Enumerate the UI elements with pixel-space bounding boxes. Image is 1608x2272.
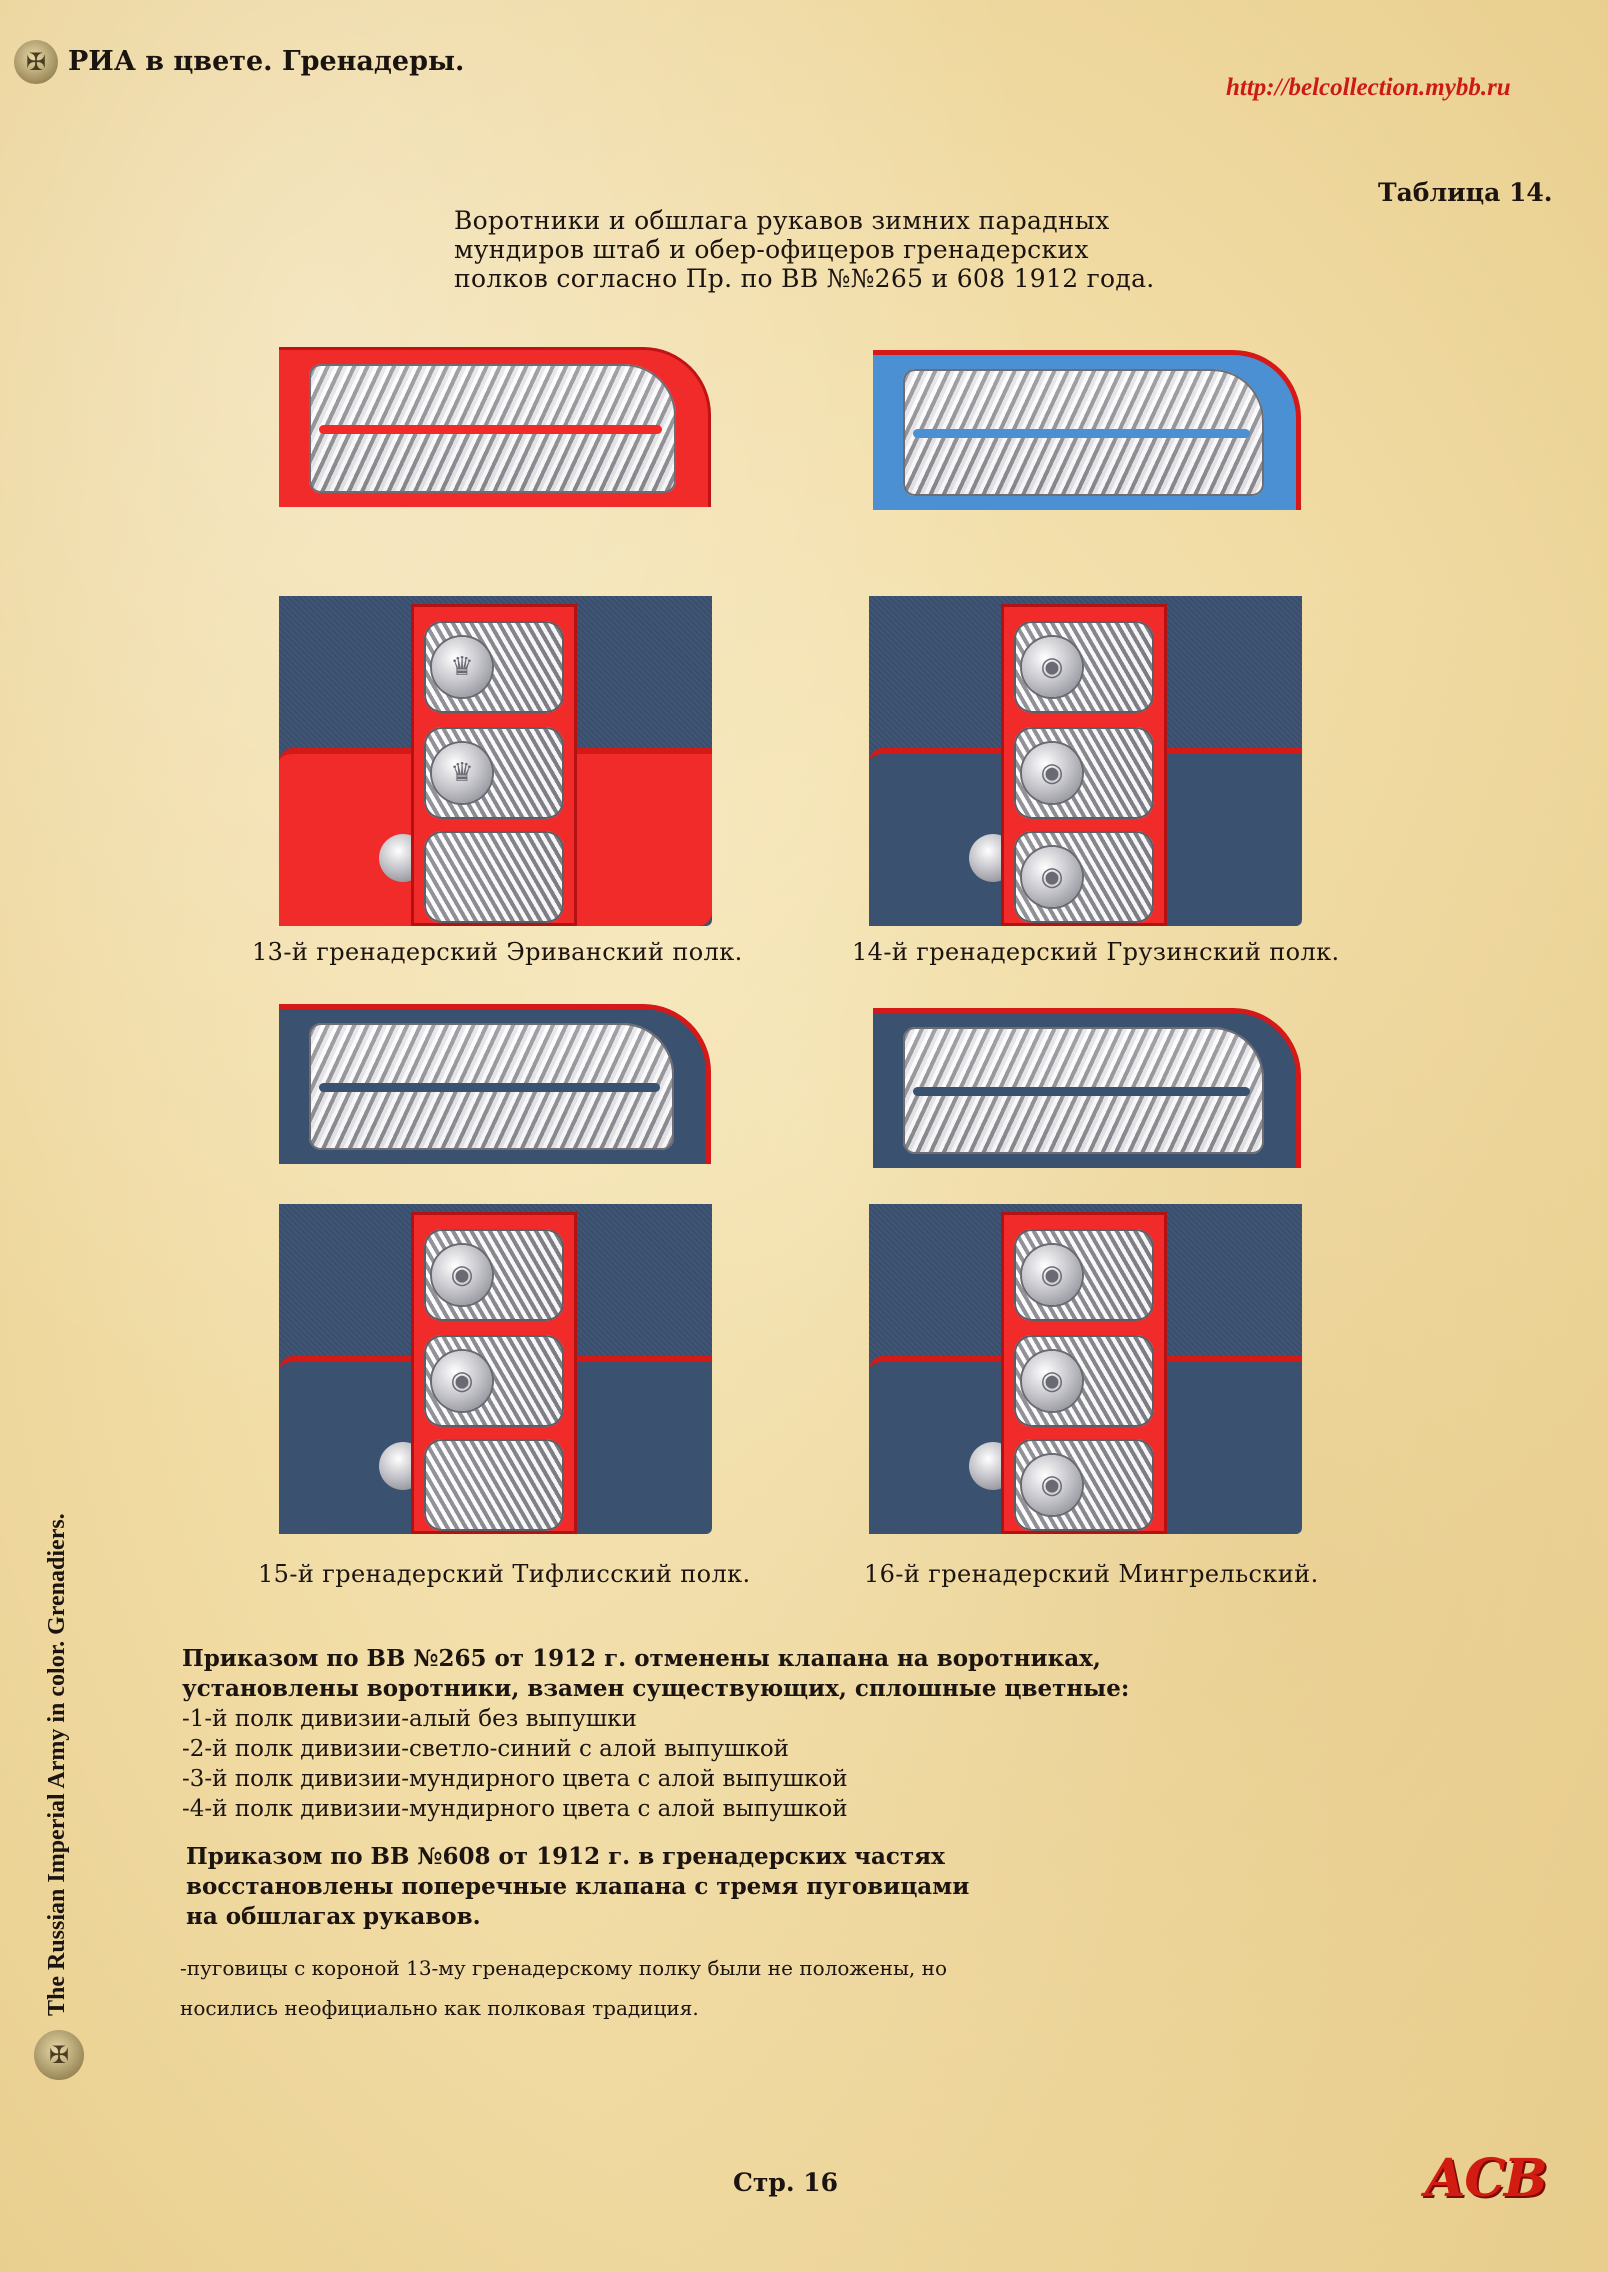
button-icon: ◉ [1022, 1455, 1082, 1515]
braid-loop: ◉ [424, 1229, 564, 1321]
double-headed-eagle-icon: ✠ [34, 2030, 84, 2080]
cuff-flap: ◉ ◉ [411, 1212, 577, 1534]
braid-loop [424, 1439, 564, 1531]
note-line: -3-й полк дивизии-мундирного цвета с ало… [182, 1766, 848, 1792]
note-line: установлены воротники, взамен существующ… [182, 1675, 1130, 1702]
cuff-15: ◉ ◉ [279, 1204, 712, 1534]
braid-loop: ◉ [1014, 1229, 1154, 1321]
side-series-title: The Russian Imperial Army in color. Gren… [44, 1513, 70, 2016]
order-608-note: Приказом по ВВ №608 от 1912 г. в гренаде… [186, 1842, 969, 1932]
note-line: -1-й полк дивизии-алый без выпушки [182, 1706, 637, 1732]
braid-loop: ♛ [424, 727, 564, 819]
braid-loop: ◉ [1014, 621, 1154, 713]
note-line: Приказом по ВВ №265 от 1912 г. отменены … [182, 1645, 1101, 1672]
caption-line: Воротники и обшлага рукавов зимних парад… [454, 206, 1110, 235]
note-line: носились неофициально как полковая тради… [180, 1996, 699, 2020]
order-265-note: Приказом по ВВ №265 от 1912 г. отменены … [182, 1644, 1129, 1824]
button-icon: ◉ [432, 1245, 492, 1305]
braid-loop: ◉ [424, 1335, 564, 1427]
button-icon: ◉ [1022, 1245, 1082, 1305]
crown-icon: ♛ [432, 743, 492, 803]
collar-16-uniform-color [873, 1008, 1301, 1168]
table-caption: Воротники и обшлага рукавов зимних парад… [454, 206, 1155, 293]
unit-label-15: 15-й гренадерский Тифлисский полк. [258, 1560, 751, 1588]
button-icon: ◉ [432, 1351, 492, 1411]
caption-line: мундиров штаб и обер-офицеров гренадерск… [454, 235, 1089, 264]
cuff-13: ♛ ♛ [279, 596, 712, 926]
braid-loop: ♛ [424, 621, 564, 713]
braid-loop: ◉ [1014, 831, 1154, 923]
cuff-flap: ◉ ◉ ◉ [1001, 1212, 1167, 1534]
cuff-flap: ♛ ♛ [411, 604, 577, 926]
button-icon: ◉ [1022, 637, 1082, 697]
braid-loop: ◉ [1014, 1335, 1154, 1427]
note-line: -4-й полк дивизии-мундирного цвета с ало… [182, 1796, 848, 1822]
braid-loop: ◉ [1014, 727, 1154, 819]
crown-icon: ♛ [432, 637, 492, 697]
unit-label-13: 13-й гренадерский Эриванский полк. [252, 938, 743, 966]
braid-loop [424, 831, 564, 923]
publisher-logo: АСВ [1424, 2148, 1548, 2209]
unit-label-14: 14-й гренадерский Грузинский полк. [852, 938, 1340, 966]
note-line: Приказом по ВВ №608 от 1912 г. в гренаде… [186, 1843, 945, 1870]
button-icon: ◉ [1022, 1351, 1082, 1411]
collar-15-uniform-color [279, 1004, 711, 1164]
collar-slit [913, 1086, 1250, 1096]
collar-13-scarlet [279, 347, 711, 507]
double-headed-eagle-icon: ✠ [14, 40, 58, 84]
collar-slit [319, 424, 662, 434]
page-number: Стр. 16 [733, 2168, 839, 2197]
collar-slit [319, 1082, 660, 1092]
cuff-flap: ◉ ◉ ◉ [1001, 604, 1167, 926]
note-line: восстановлены поперечные клапана с тремя… [186, 1873, 970, 1900]
note-line: -пуговицы с короной 13-му гренадерскому … [180, 1956, 948, 1980]
braid-loop: ◉ [1014, 1439, 1154, 1531]
page-header-title: РИА в цвете. Гренадеры. [68, 46, 465, 77]
collar-slit [913, 428, 1250, 438]
cuff-14: ◉ ◉ ◉ [869, 596, 1302, 926]
caption-line: полков согласно Пр. по ВВ №№265 и 608 19… [454, 264, 1155, 293]
collar-14-light-blue [873, 350, 1301, 510]
buttons-remark: -пуговицы с короной 13-му гренадерскому … [180, 1948, 947, 2028]
site-url-link[interactable]: http://belcollection.mybb.ru [1226, 74, 1511, 101]
table-number: Таблица 14. [1378, 178, 1553, 207]
unit-label-16: 16-й гренадерский Мингрельский. [864, 1560, 1319, 1588]
note-line: -2-й полк дивизии-светло-синий с алой вы… [182, 1736, 789, 1762]
button-icon: ◉ [1022, 847, 1082, 907]
button-icon: ◉ [1022, 743, 1082, 803]
note-line: на обшлагах рукавов. [186, 1903, 481, 1930]
cuff-16: ◉ ◉ ◉ [869, 1204, 1302, 1534]
